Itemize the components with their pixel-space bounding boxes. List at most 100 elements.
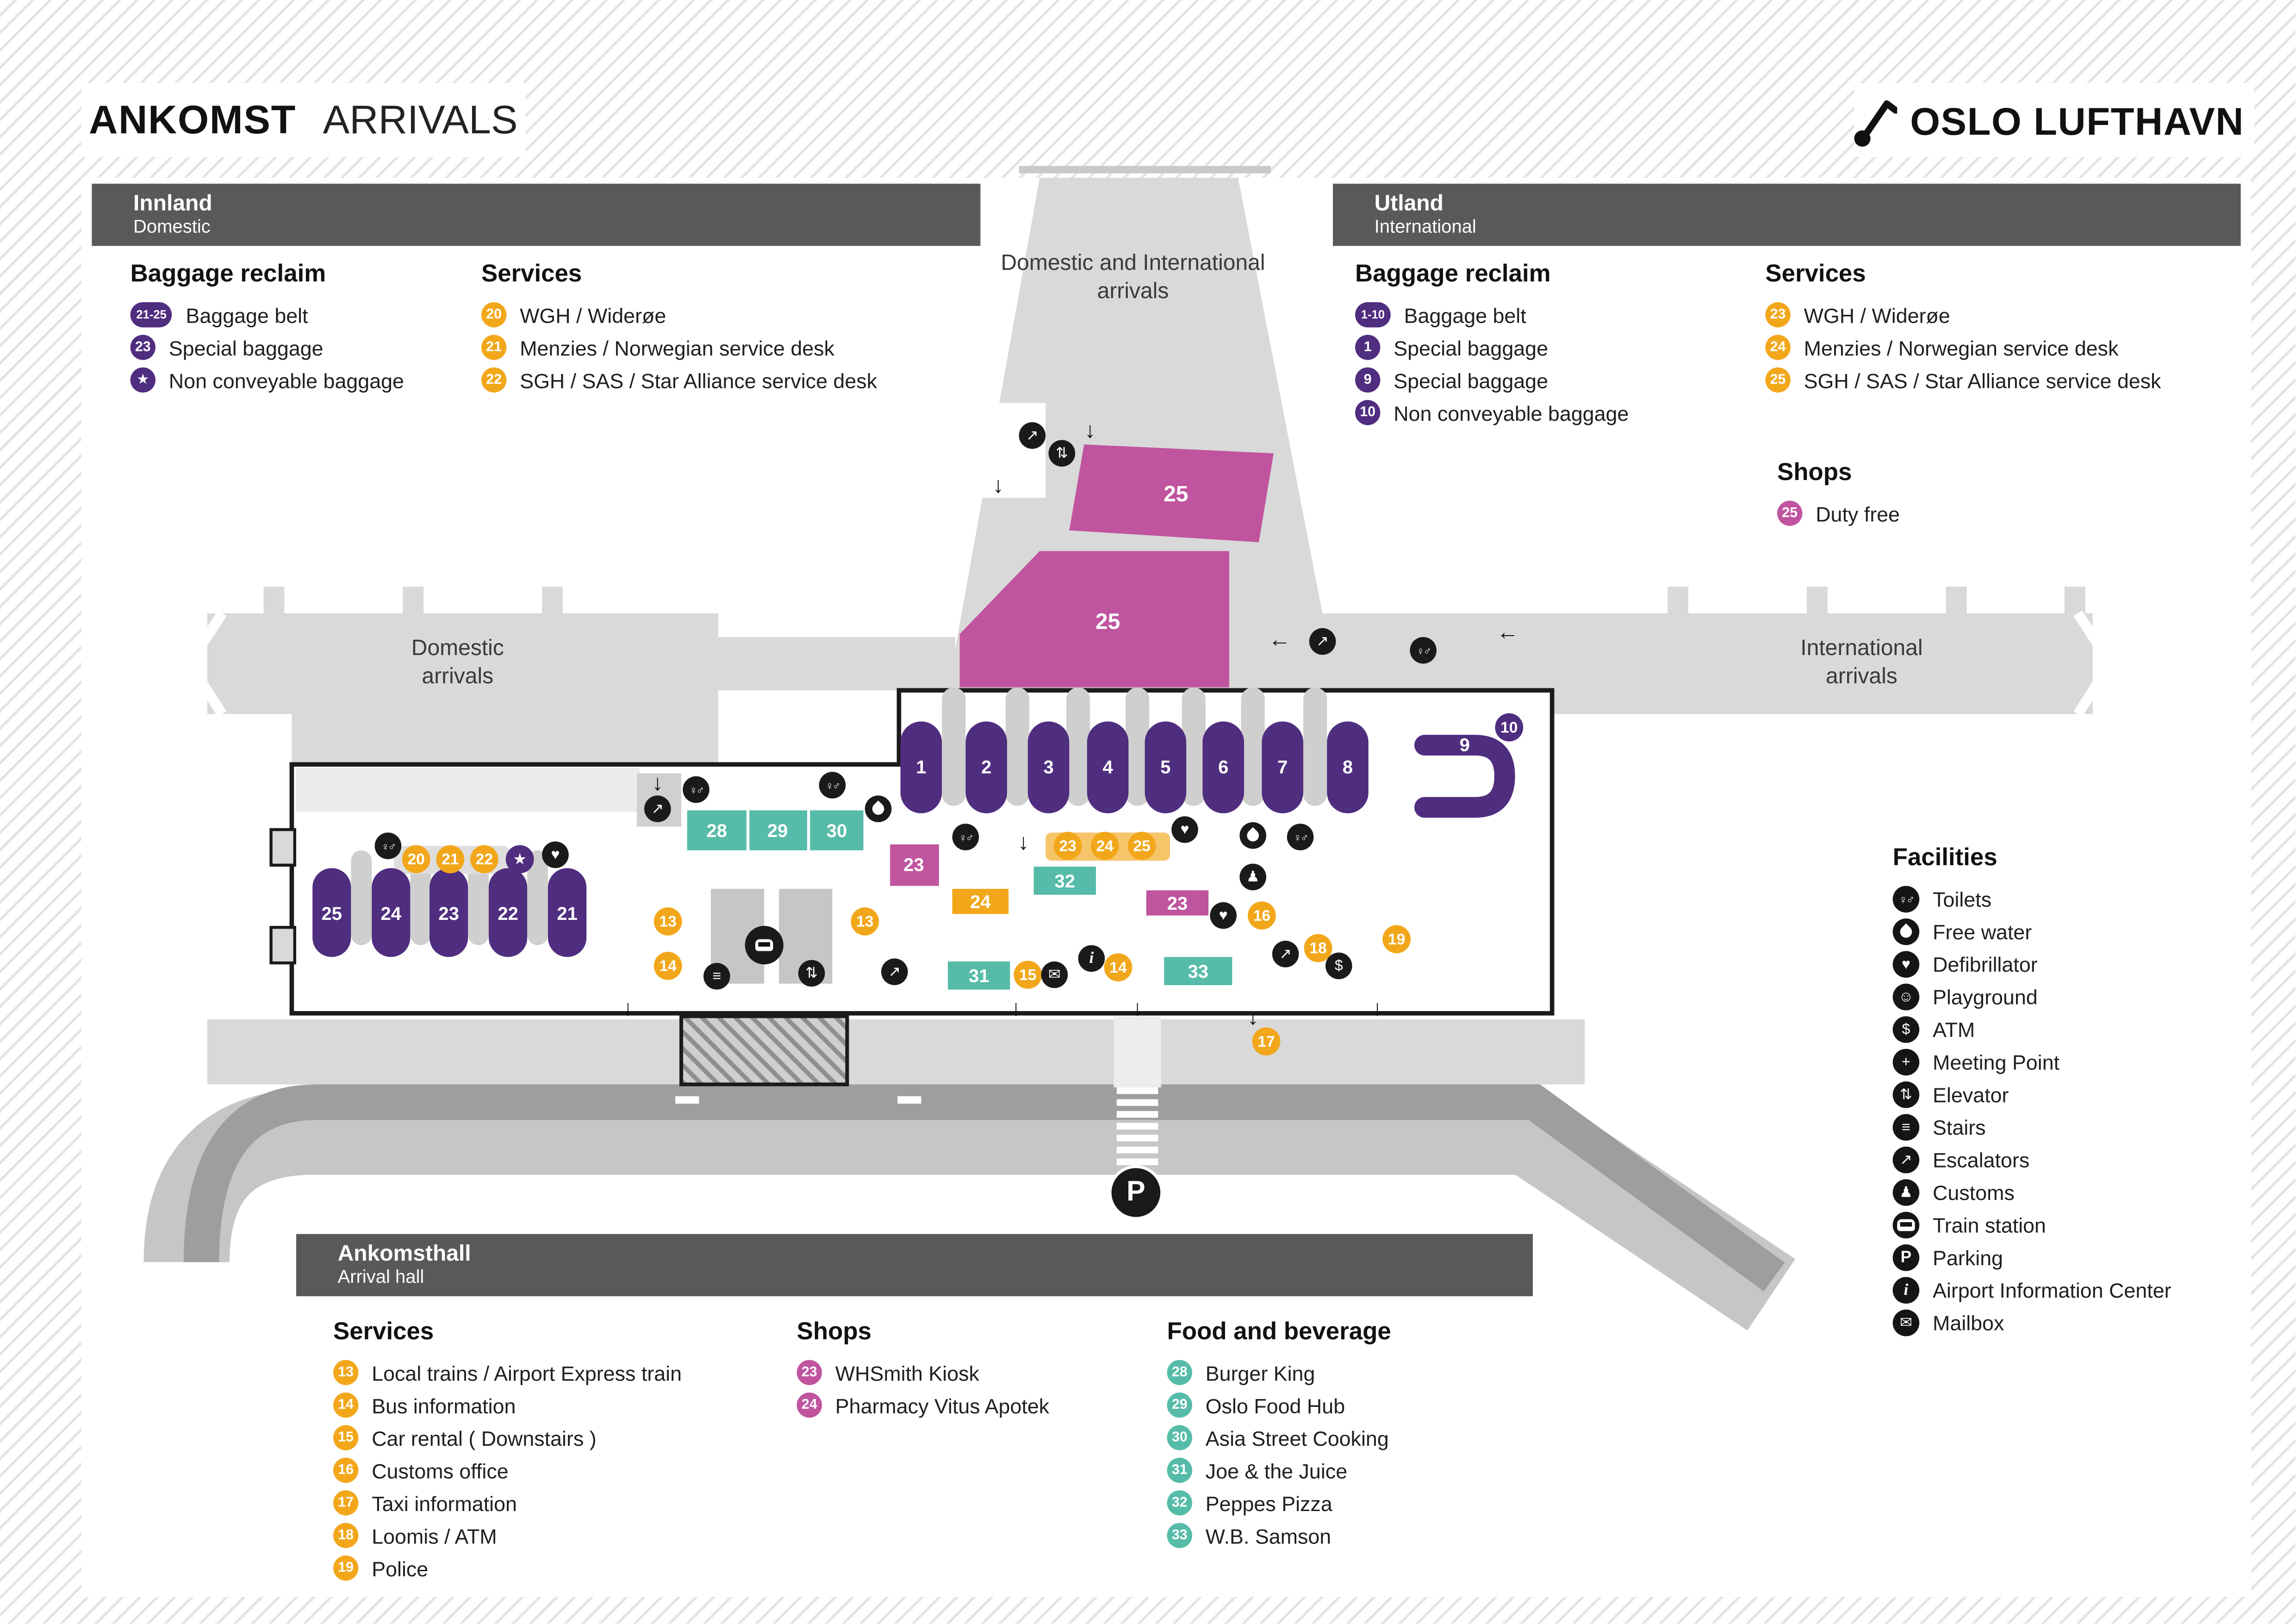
service-desk-badge: 22 xyxy=(470,845,498,874)
legend-item: 25 Duty free xyxy=(1777,500,1900,526)
legend-badge: 25 xyxy=(1777,500,1803,526)
direction-arrow: ↓ xyxy=(1084,418,1096,444)
venue-areas xyxy=(687,810,1232,990)
legend-item: 1 Special baggage xyxy=(1355,335,1629,360)
legend-badge: 25 xyxy=(1765,367,1791,393)
arrival-hall-shops-legend: Shops 23 WHSmith Kiosk 24 Pharmacy Vitus… xyxy=(796,1318,1049,1418)
legend-item: 17 Taxi information xyxy=(333,1490,682,1516)
legend-badge: 23 xyxy=(796,1360,822,1385)
legend-badge: 10 xyxy=(1355,400,1381,425)
legend-label: Oslo Food Hub xyxy=(1205,1393,1345,1417)
legend-badge: 20 xyxy=(481,302,507,328)
legend-item: 31 Joe & the Juice xyxy=(1167,1457,1391,1483)
elevator-icon: ⇅ xyxy=(1048,440,1076,467)
baggage-belt-label: 1 xyxy=(916,757,927,778)
direction-arrow: ↓ xyxy=(992,473,1004,499)
stairs-icon: ≡ xyxy=(703,963,730,990)
legend-item: 13 Local trains / Airport Express train xyxy=(333,1360,682,1385)
bus-info-badge: 14 xyxy=(653,952,682,980)
facility-item: ≡ Stairs xyxy=(1892,1114,2172,1141)
legend-label: Menzies / Norwegian service desk xyxy=(520,335,834,359)
bar-subtitle: Arrival hall xyxy=(337,1267,424,1288)
facility-label: Toilets xyxy=(1933,887,1991,911)
legend-label: SGH / SAS / Star Alliance service desk xyxy=(520,368,877,392)
legend-heading: Baggage reclaim xyxy=(1355,261,1551,287)
defibrillator-icon: ♥ xyxy=(1892,951,1920,978)
defibrillator-icon: ♥ xyxy=(1171,816,1198,843)
arrival-hall-services-legend: Services 13 Local trains / Airport Expre… xyxy=(333,1318,682,1581)
legend-label: Special baggage xyxy=(168,335,324,359)
facility-item: P Parking xyxy=(1892,1244,2172,1271)
legend-label: WHSmith Kiosk xyxy=(835,1361,979,1385)
domestic-baggage-legend: Baggage reclaim 21-25 Baggage belt 23 Sp… xyxy=(130,261,404,393)
brand-panel xyxy=(1854,83,2254,157)
legend-badge: 13 xyxy=(333,1360,359,1385)
legend-label: Baggage belt xyxy=(186,303,308,327)
non-conveyable-badge: ★ xyxy=(505,845,534,874)
international-shops-legend: Shops 25 Duty free xyxy=(1777,459,1900,526)
bar-title: Innland xyxy=(133,191,212,217)
legend-heading: Facilities xyxy=(1892,844,1997,871)
legend-label: Bus information xyxy=(372,1393,516,1417)
legend-heading: Services xyxy=(333,1318,434,1345)
direction-arrow: ← xyxy=(1496,620,1519,645)
bar-subtitle: International xyxy=(1374,217,1476,238)
customs-icon: ♟ xyxy=(1239,863,1266,891)
loomis-atm-badge: 18 xyxy=(1304,934,1332,962)
food-venue-label: 30 xyxy=(826,820,847,842)
duty-free-area-label: 25 xyxy=(1164,482,1188,507)
facility-label: Stairs xyxy=(1933,1115,1986,1139)
facility-label: Playground xyxy=(1933,985,2038,1009)
baggage-belt-label: 25 xyxy=(321,904,342,924)
legend-label: Special baggage xyxy=(1394,335,1548,359)
legend-item: 23 WGH / Widerøe xyxy=(1765,302,2161,328)
legend-label: Local trains / Airport Express train xyxy=(372,1361,682,1385)
legend-label: Non conveyable baggage xyxy=(1394,400,1629,425)
escalators-icon: ↗ xyxy=(1892,1146,1920,1174)
food-venue-label: 28 xyxy=(706,820,728,842)
legend-badge: 31 xyxy=(1167,1457,1192,1483)
facility-item: ♥ Defibrillator xyxy=(1892,951,2172,978)
legend-badge: 28 xyxy=(1167,1360,1192,1385)
legend-badge: 15 xyxy=(333,1425,359,1450)
legend-badge: 32 xyxy=(1167,1490,1192,1516)
legend-item: 23 Special baggage xyxy=(130,335,404,360)
toilets-icon: ♀♂ xyxy=(819,772,846,799)
pier-label: Domestic and International arrivals xyxy=(1001,250,1265,304)
facility-item: ☺ Playground xyxy=(1892,983,2172,1011)
facility-label: Mailbox xyxy=(1933,1311,2004,1335)
domestic-arm-label: Domestic arrivals xyxy=(411,636,504,689)
escalator-icon: ↗ xyxy=(644,795,671,822)
domestic-section-bar: Innland Domestic xyxy=(92,183,981,246)
legend-badge: 1 xyxy=(1355,335,1381,360)
toilets-icon: ♀♂ xyxy=(952,824,979,850)
escalator-icon: ↗ xyxy=(1309,628,1336,655)
baggage-belt-badge: 10 xyxy=(1495,713,1524,742)
food-venue-label: 33 xyxy=(1188,961,1209,982)
page-title: ANKOMST ARRIVALS xyxy=(89,98,518,144)
facility-label: Airport Information Center xyxy=(1933,1278,2172,1302)
toilets-icon: ♀♂ xyxy=(1892,886,1920,913)
baggage-belt-label: 2 xyxy=(981,757,992,778)
legend-badge: 17 xyxy=(333,1490,359,1516)
legend-item: 9 Special baggage xyxy=(1355,367,1629,393)
legend-label: Peppes Pizza xyxy=(1205,1491,1332,1515)
facility-item: ⇅ Elevator xyxy=(1892,1081,2172,1108)
facility-label: Defibrillator xyxy=(1933,952,2038,976)
legend-badge: 23 xyxy=(1765,302,1791,328)
water-icon xyxy=(1239,822,1266,849)
direction-arrow: ↓ xyxy=(652,771,663,796)
taxi-info-badge: 17 xyxy=(1252,1027,1281,1056)
customs-office-badge: 16 xyxy=(1248,901,1276,930)
title-panel xyxy=(81,83,526,157)
legend-heading: Services xyxy=(1765,261,1866,287)
meeting-point-icon: + xyxy=(1892,1049,1920,1076)
escalator-icon: ↗ xyxy=(1019,422,1046,449)
service-desk-label: 24 xyxy=(970,892,991,913)
international-services-legend: Services 23 WGH / Widerøe 24 Menzies / N… xyxy=(1765,261,2161,393)
zebra-crossing xyxy=(1116,1087,1158,1165)
service-desk-badge: 21 xyxy=(436,845,465,874)
service-desk-badge: 20 xyxy=(402,845,430,874)
baggage-belt-label: 23 xyxy=(438,904,459,924)
service-desk-badge: 25 xyxy=(1127,831,1156,860)
